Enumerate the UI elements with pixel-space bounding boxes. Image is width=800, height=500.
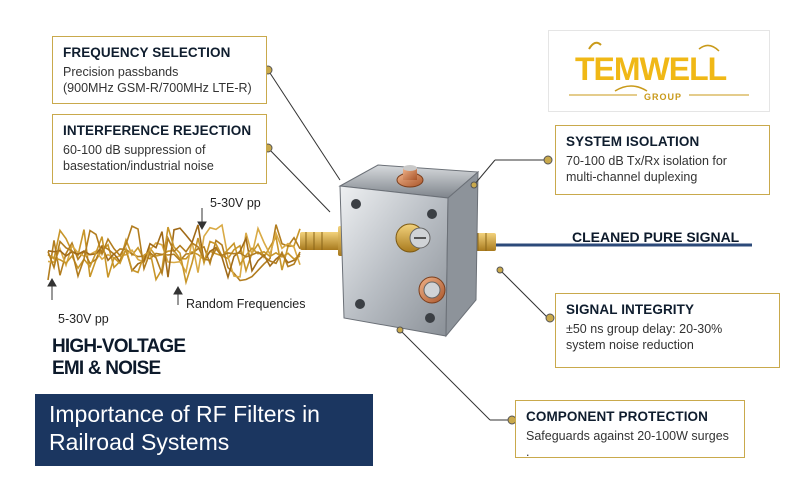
callout-text: (900MHz GSM-R/700MHz LTE-R) xyxy=(63,81,252,95)
callout-text: 70-100 dB Tx/Rx isolation for xyxy=(566,154,727,168)
callout-text: multi-channel duplexing xyxy=(566,170,698,184)
callout-text: ±50 ns group delay: 20-30% xyxy=(566,322,723,336)
callout-interference-rejection: INTERFERENCE REJECTION 60-100 dB suppres… xyxy=(52,114,267,184)
callout-component-protection: COMPONENT PROTECTION Safeguards against … xyxy=(515,400,745,459)
logo-wordmark: TEMWELL xyxy=(575,51,727,87)
clean-signal-label: CLEANED PURE SIGNAL xyxy=(572,229,740,245)
callout-text: Precision passbands xyxy=(63,65,179,79)
callout-leaders xyxy=(267,69,551,421)
random-frequencies-label: Random Frequencies xyxy=(186,297,306,311)
callout-system-isolation: SYSTEM ISOLATION 70-100 dB Tx/Rx isolati… xyxy=(555,125,770,195)
noise-strand xyxy=(47,224,301,279)
title-banner: Importance of RF Filters in Railroad Sys… xyxy=(35,394,373,466)
callout-title: SYSTEM ISOLATION xyxy=(566,134,700,149)
emi-noise-waveform xyxy=(47,223,301,286)
callout-text: basestation/industrial noise xyxy=(63,159,214,173)
logo-group-text: GROUP xyxy=(644,92,683,102)
callout-title: SIGNAL INTEGRITY xyxy=(566,302,695,317)
noise-strand xyxy=(47,224,301,282)
noise-strand xyxy=(47,226,301,286)
temwell-logo: TEMWELL GROUP xyxy=(548,30,770,112)
callout-title: INTERFERENCE REJECTION xyxy=(63,123,252,138)
logo-swoosh-icon xyxy=(569,41,749,96)
voltage-label-left: 5-30V pp xyxy=(58,312,109,326)
callout-text: Safeguards against 20-100W surges . xyxy=(526,429,729,459)
callout-signal-integrity: SIGNAL INTEGRITY ±50 ns group delay: 20-… xyxy=(555,293,780,368)
voltage-label-top: 5-30V pp xyxy=(210,196,261,210)
noise-strand xyxy=(47,224,301,281)
emi-line-2: EMI & NOISE xyxy=(52,358,161,379)
emi-line-1: HIGH-VOLTAGE xyxy=(52,336,186,357)
voltage-arrows xyxy=(47,208,207,305)
callout-title: COMPONENT PROTECTION xyxy=(526,409,709,424)
banner-line-2: Railroad Systems xyxy=(49,429,230,455)
emi-noise-heading: HIGH-VOLTAGE EMI & NOISE xyxy=(52,336,186,380)
banner-line-1: Importance of RF Filters in xyxy=(49,401,320,427)
rf-filter-box xyxy=(338,164,480,338)
callout-text: 60-100 dB suppression of xyxy=(63,143,206,157)
callout-title: FREQUENCY SELECTION xyxy=(63,45,231,60)
callout-text: system noise reduction xyxy=(566,338,694,352)
callout-frequency-selection: FREQUENCY SELECTION Precision passbands … xyxy=(52,36,267,104)
